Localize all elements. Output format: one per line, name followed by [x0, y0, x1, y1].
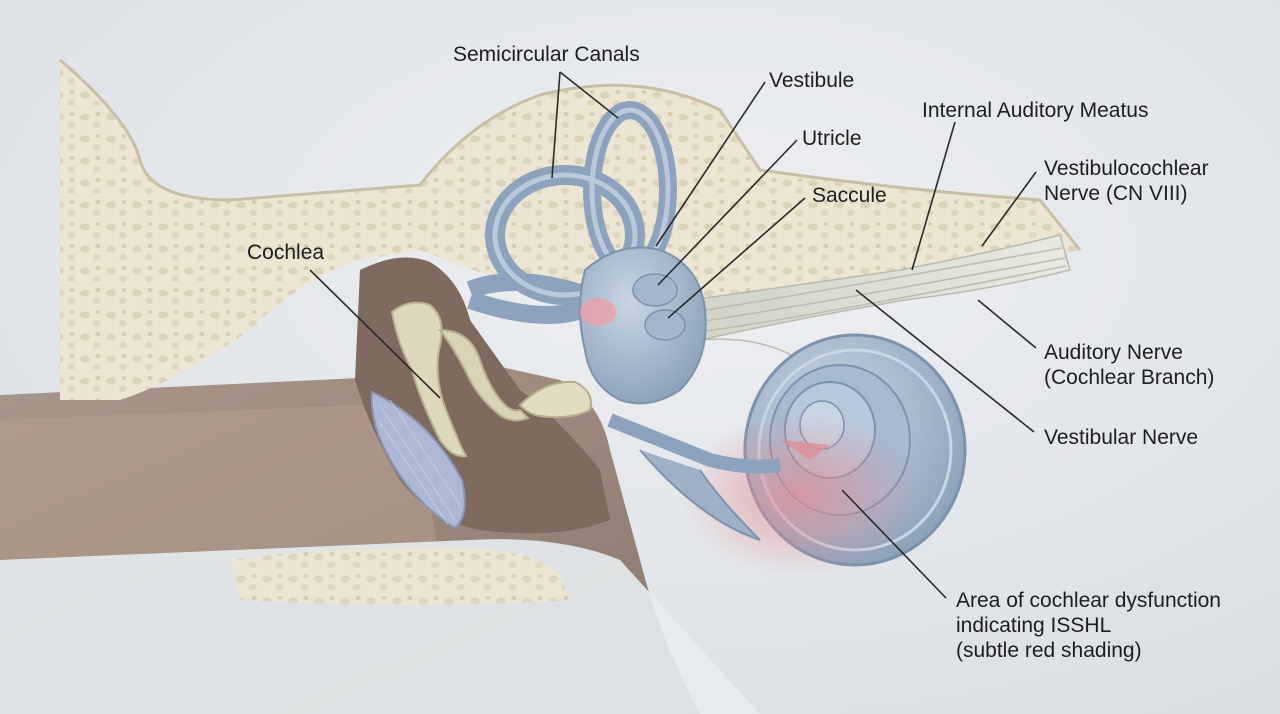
cochlear-duct-link	[607, 413, 782, 474]
leader-saccule	[667, 197, 806, 319]
label-semicircular-canals: Semicircular Canals	[453, 43, 640, 66]
leader-auditory-nerve	[977, 299, 1037, 349]
leader-lines	[309, 71, 1037, 599]
leader-semicircular-right	[559, 71, 619, 119]
label-auditory-nerve-line-1: Auditory Nerve	[1044, 341, 1183, 364]
leader-vestibulocochlear	[981, 171, 1037, 247]
label-vestibulocochlear-nerve: Vestibulocochlear Nerve (CN VIII)	[1044, 156, 1209, 206]
label-vestibule: Vestibule	[769, 69, 855, 92]
label-auditory-nerve-line-2: (Cochlear Branch)	[1044, 366, 1215, 389]
label-vestibulocochlear-line-1: Vestibulocochlear	[1044, 157, 1209, 180]
saccule	[644, 309, 686, 341]
label-saccule: Saccule	[812, 184, 887, 207]
label-vestibular-nerve: Vestibular Nerve	[1044, 426, 1199, 449]
ampulla-red	[580, 298, 616, 326]
cochlear-dysfunction-shading	[680, 415, 920, 575]
ear-canal-lumen	[0, 405, 440, 560]
leader-cochlea	[309, 269, 441, 399]
leader-internal-auditory-meatus	[911, 121, 956, 271]
leader-utricle	[657, 139, 798, 286]
lower-bone-spongy	[230, 547, 570, 605]
membrane-striations	[377, 399, 461, 525]
lower-bone	[0, 539, 760, 714]
leader-vestibule	[655, 81, 766, 247]
nerve-bundle	[689, 234, 1071, 341]
label-internal-auditory-meatus: Internal Auditory Meatus	[922, 99, 1149, 122]
incus	[437, 328, 530, 422]
label-auditory-nerve: Auditory Nerve (Cochlear Branch)	[1044, 340, 1214, 390]
temporal-bone	[60, 60, 1080, 400]
malleus	[390, 301, 468, 458]
stapes	[518, 380, 592, 419]
label-dysfunction-line-1: Area of cochlear dysfunction	[956, 589, 1221, 612]
utricle	[632, 273, 678, 307]
leader-dysfunction	[841, 489, 947, 599]
cochlea	[680, 333, 967, 575]
tympanic-membrane	[370, 390, 466, 530]
nerve-fibers	[694, 247, 1067, 361]
label-cochlea: Cochlea	[247, 241, 325, 264]
label-cochlear-dysfunction: Area of cochlear dysfunction indicating …	[956, 588, 1221, 663]
label-utricle: Utricle	[802, 127, 862, 150]
label-dysfunction-line-3: (subtle red shading)	[956, 639, 1142, 662]
label-dysfunction-line-2: indicating ISSHL	[956, 614, 1112, 637]
label-vestibulocochlear-line-2: Nerve (CN VIII)	[1044, 182, 1188, 205]
leader-vestibular-nerve	[855, 289, 1035, 433]
temporal-bone-edge	[59, 58, 1082, 251]
leader-semicircular-left	[551, 71, 561, 179]
